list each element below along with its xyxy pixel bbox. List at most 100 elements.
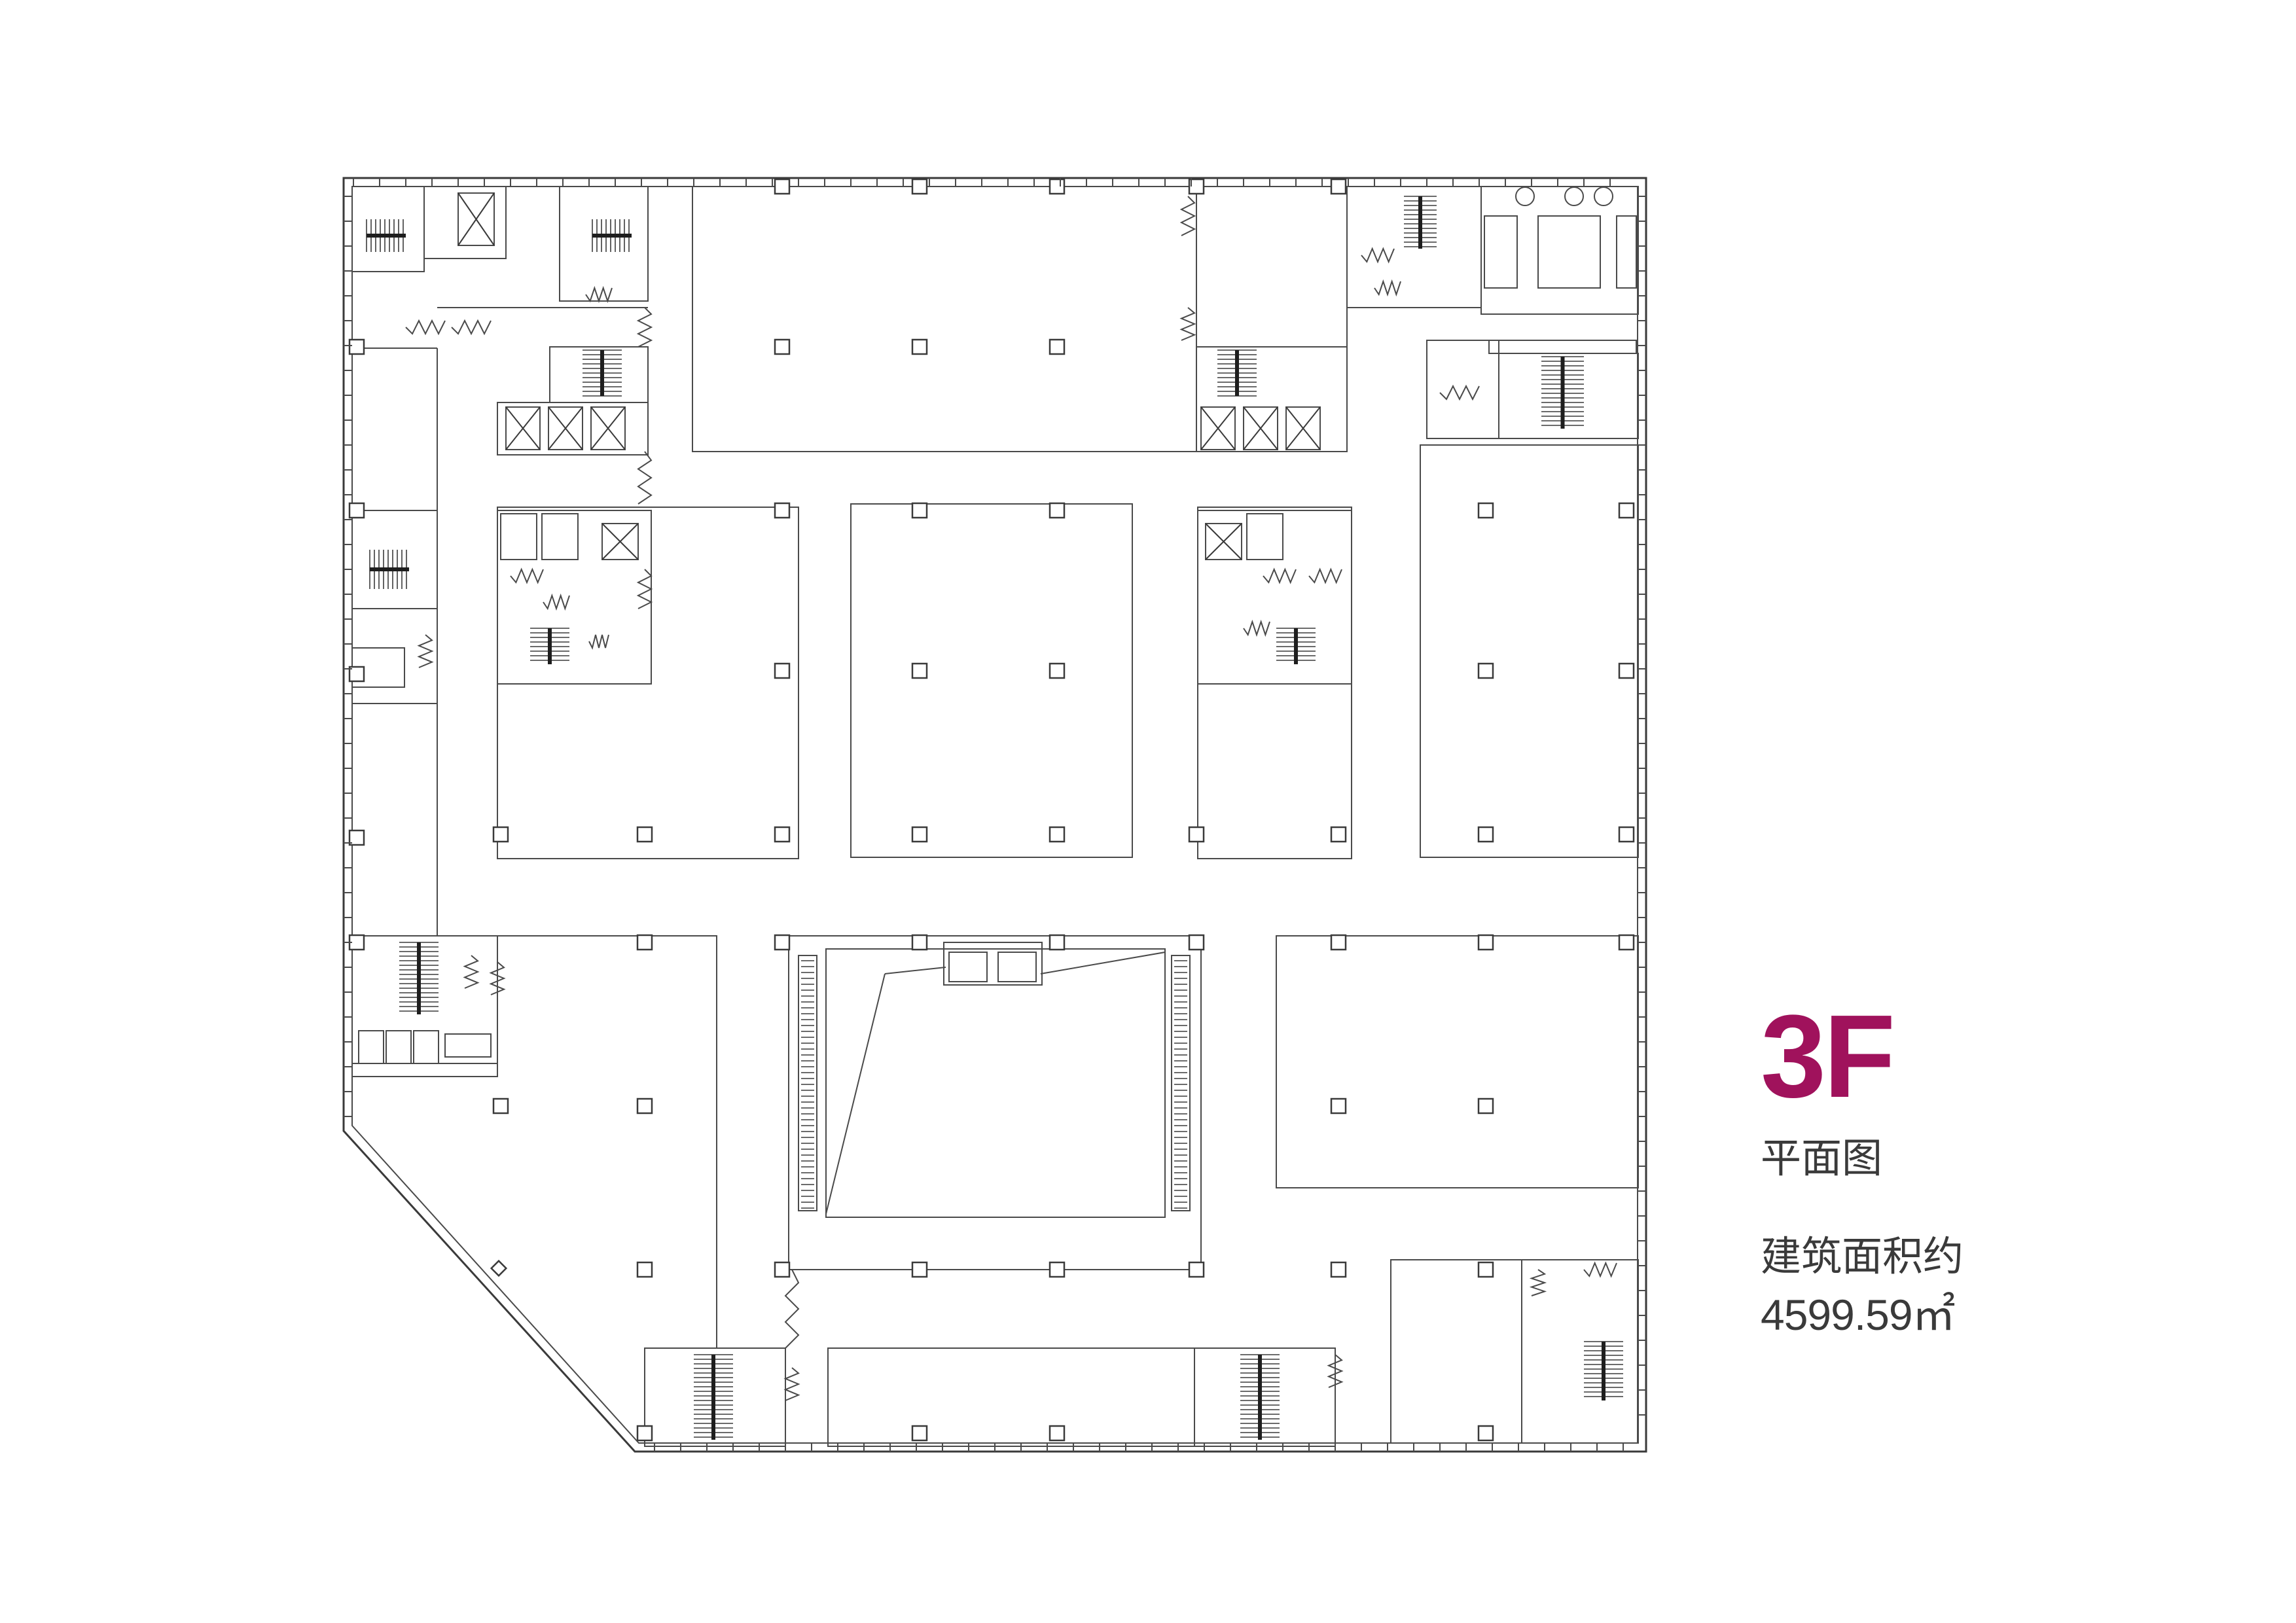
escalator-frame <box>798 955 817 1211</box>
left-stair-blocks <box>351 186 438 688</box>
escalator-frame <box>1171 955 1191 1211</box>
door-swing <box>1308 567 1342 584</box>
door-swing <box>1529 1269 1547 1296</box>
bottom-stairs <box>644 1259 1639 1447</box>
shop-right-middle <box>1197 507 1352 859</box>
area-value: 4599.59㎡ <box>1761 1291 1956 1340</box>
column <box>1049 1425 1066 1442</box>
column <box>774 338 791 355</box>
atrium <box>788 935 1202 1270</box>
stair <box>1240 1354 1280 1440</box>
column <box>1049 934 1066 951</box>
door-swings <box>405 196 1617 1401</box>
door-swing <box>1583 1261 1617 1278</box>
column <box>774 1261 791 1278</box>
door-swing <box>463 955 480 989</box>
column <box>1188 178 1205 195</box>
door-swing <box>1179 196 1196 236</box>
column <box>911 502 928 519</box>
top-right-core <box>1196 186 1639 452</box>
column <box>774 178 791 195</box>
column <box>1330 178 1347 195</box>
area-label: 建筑面积约 <box>1761 1232 1964 1280</box>
column <box>1477 1261 1494 1278</box>
column <box>1618 662 1635 679</box>
legend-panel: 3F 平面图 建筑面积约 4599.59㎡ <box>1761 998 1964 1343</box>
column <box>1188 1261 1205 1278</box>
column <box>1049 1261 1066 1278</box>
shop-right-lower <box>1276 935 1639 1188</box>
column <box>636 934 653 951</box>
column <box>911 338 928 355</box>
column <box>348 829 365 846</box>
plan-label: 平面图 <box>1761 1134 1883 1182</box>
column <box>1330 1097 1347 1115</box>
column <box>636 1425 653 1442</box>
door-swing <box>588 634 609 650</box>
shop-bottom-center <box>827 1347 1195 1447</box>
right-middle-core <box>1197 510 1352 685</box>
restroom-block <box>1484 187 1637 289</box>
door-swing <box>489 961 506 995</box>
column <box>1618 502 1635 519</box>
stair-hatching <box>366 196 1623 1440</box>
column <box>348 338 365 355</box>
escalator-left <box>798 955 817 1211</box>
column <box>911 934 928 951</box>
door-swing <box>1243 619 1270 637</box>
column <box>348 666 365 683</box>
column-diamond <box>490 1259 508 1277</box>
shop-left-lower <box>352 935 717 1446</box>
door-swing <box>636 569 653 609</box>
shop-center <box>850 503 1133 858</box>
door-swing <box>1179 307 1196 341</box>
column <box>911 178 928 195</box>
shop-right <box>1420 444 1639 858</box>
door-swing <box>543 593 570 611</box>
column <box>1188 934 1205 951</box>
door-swing <box>1327 1354 1344 1388</box>
column <box>1477 934 1494 951</box>
stair <box>583 349 622 397</box>
column <box>1477 1425 1494 1442</box>
column <box>1049 502 1066 519</box>
column <box>1330 934 1347 951</box>
door-swing <box>585 285 613 304</box>
column <box>911 662 928 679</box>
outer-wall <box>342 177 1647 1453</box>
door-swing <box>510 567 544 584</box>
door-swing <box>1361 247 1395 264</box>
column <box>1049 662 1066 679</box>
column <box>774 502 791 519</box>
door-swing <box>784 1269 800 1349</box>
column <box>1049 826 1066 843</box>
stair <box>530 628 569 664</box>
escalator-right <box>1171 955 1191 1211</box>
corridor-walls <box>352 348 497 936</box>
column <box>348 502 365 519</box>
structural-columns <box>348 178 1635 1442</box>
column <box>1618 934 1635 951</box>
column <box>1477 826 1494 843</box>
stair <box>366 219 406 252</box>
stair <box>592 219 632 252</box>
floor-label: 3F <box>1761 991 1895 1122</box>
window-mullions <box>344 178 1646 1452</box>
left-middle-core <box>497 510 652 685</box>
door-swing <box>637 451 653 505</box>
door-swing <box>1374 279 1401 297</box>
column <box>1477 502 1494 519</box>
door-swing <box>783 1367 800 1401</box>
outer-wall-inner <box>351 186 1638 1444</box>
column <box>1049 178 1066 195</box>
door-swing <box>451 319 492 336</box>
column <box>1477 662 1494 679</box>
bottom-left-core <box>351 935 498 1064</box>
stair <box>369 550 409 589</box>
stair <box>1404 196 1437 249</box>
shop-top-center <box>692 186 1197 452</box>
door-swing <box>405 319 446 336</box>
column <box>774 826 791 843</box>
elevator-group-top-left <box>505 406 626 450</box>
stair <box>694 1354 733 1440</box>
